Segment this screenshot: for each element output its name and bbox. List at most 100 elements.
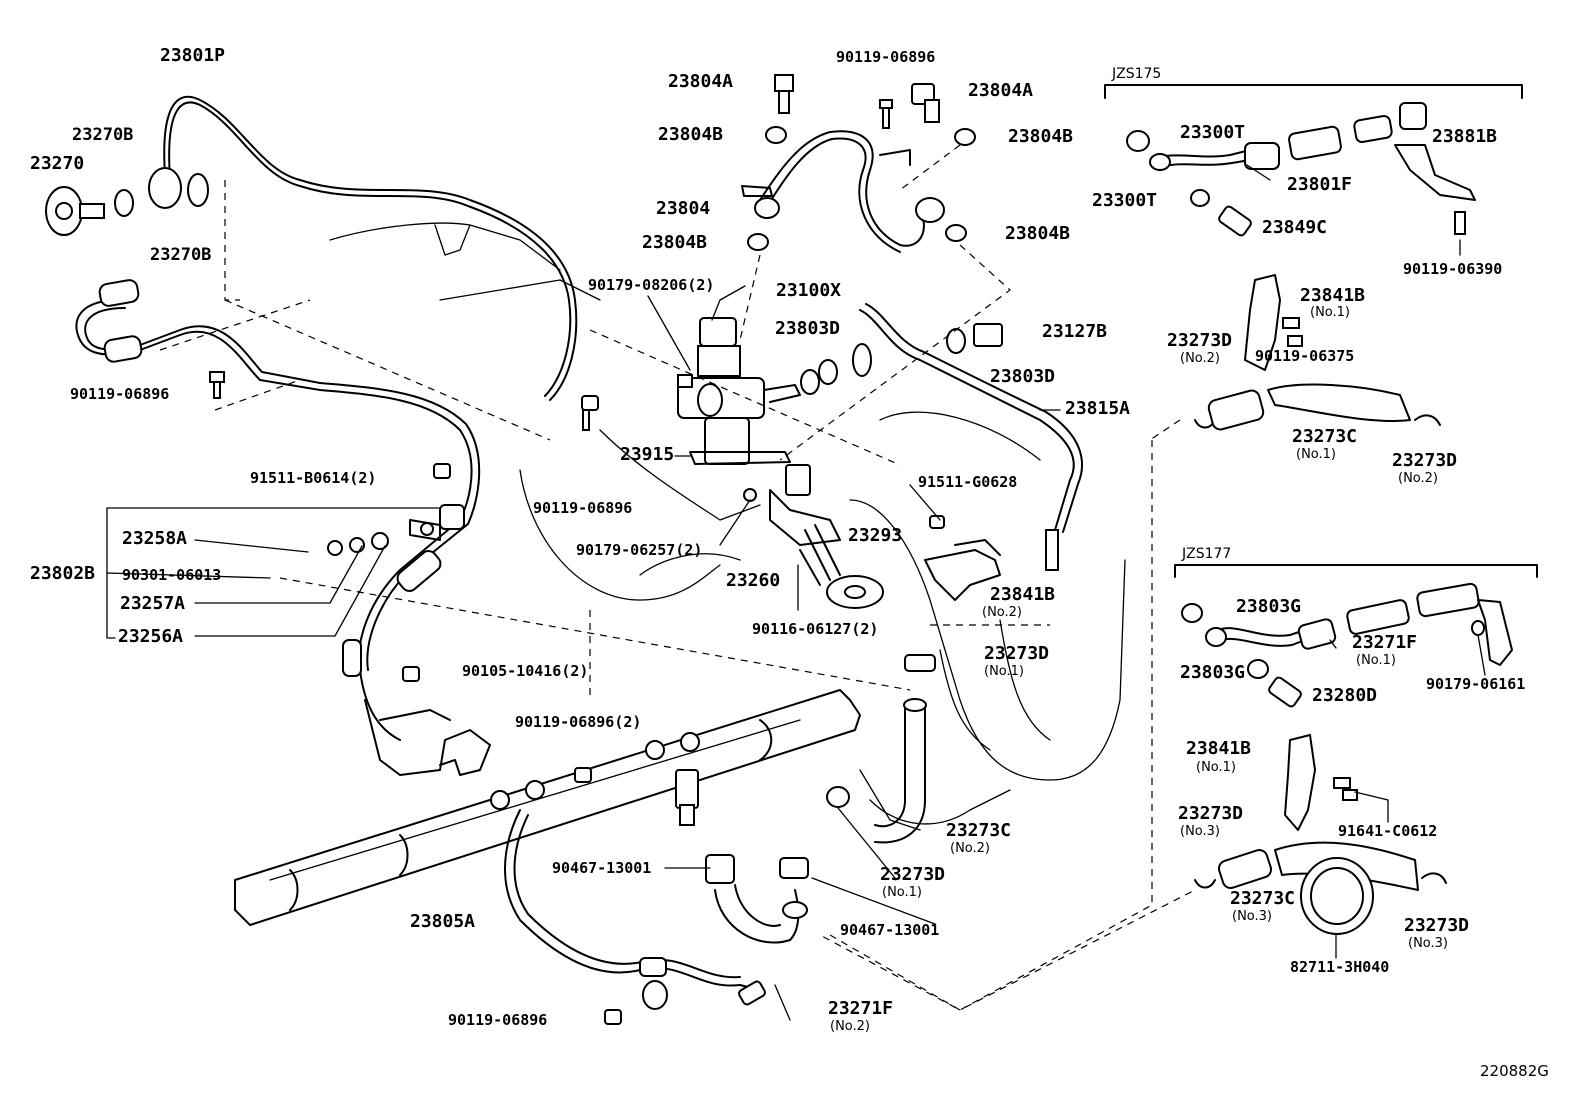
pipe-23801P xyxy=(148,95,578,401)
part-label-23280D: 23280D xyxy=(1312,685,1378,706)
part-label-23273D-no3-a: 23273D xyxy=(1178,803,1244,824)
union-bolt-23270 xyxy=(45,186,134,236)
part-label-23271F-no1: 23271F xyxy=(1352,632,1418,653)
jzs175-parts xyxy=(1104,84,1523,431)
note-23273C-no1: (No.1) xyxy=(1296,447,1336,462)
note-23273D-no3-a: (No.3) xyxy=(1180,824,1220,839)
group-label-jzs177: JZS177 xyxy=(1182,546,1232,562)
part-label-23801P: 23801P xyxy=(160,45,226,66)
part-label-90119-06896-2: 90119-06896(2) xyxy=(515,713,642,731)
bracket-lower-left xyxy=(364,699,491,776)
part-label-82711-3H040: 82711-3H040 xyxy=(1290,958,1390,976)
part-label-23270B: 23270B xyxy=(72,125,134,145)
part-label-23804: 23804 xyxy=(656,198,711,219)
part-label-23273D-no3-b: 23273D xyxy=(1404,915,1470,936)
fuel-pump-23100X xyxy=(677,317,820,465)
part-label-23300T-2: 23300T xyxy=(1092,190,1158,211)
part-label-23257A: 23257A xyxy=(120,593,186,614)
part-label-90119-06896-top: 90119-06896 xyxy=(836,48,936,66)
part-label-23260: 23260 xyxy=(726,570,781,591)
part-label-23849C: 23849C xyxy=(1262,217,1328,238)
part-label-23293: 23293 xyxy=(848,525,903,546)
part-label-23915: 23915 xyxy=(620,444,675,465)
part-label-23273C-no1: 23273C xyxy=(1292,426,1358,447)
part-label-90119-06375: 90119-06375 xyxy=(1255,347,1355,365)
part-label-91641-C0612: 91641-C0612 xyxy=(1338,822,1438,840)
part-label-90116-06127: 90116-06127(2) xyxy=(752,620,879,638)
leader-lines xyxy=(106,164,1486,1021)
part-label-23801F: 23801F xyxy=(1287,174,1353,195)
part-label-90119-06896-bottom: 90119-06896 xyxy=(448,1011,548,1029)
part-label-23805A: 23805A xyxy=(410,911,476,932)
part-label-90179-06257: 90179-06257(2) xyxy=(576,541,703,559)
part-label-90301-06013: 90301-06013 xyxy=(122,566,222,584)
note-23841B-no1-b: (No.1) xyxy=(1196,760,1236,775)
part-label-90105-10416: 90105-10416(2) xyxy=(462,662,589,680)
part-label-23273C-no2: 23273C xyxy=(946,820,1012,841)
drawing-reference-number: 220882G xyxy=(1480,1062,1549,1080)
part-label-23803G-2: 23803G xyxy=(1180,662,1246,683)
part-label-23815A: 23815A xyxy=(1065,398,1131,419)
part-label-23271F-no2: 23271F xyxy=(828,998,894,1019)
hose-lower-center xyxy=(705,654,936,944)
part-label-23803D: 23803D xyxy=(775,318,841,339)
note-23271F-no1: (No.1) xyxy=(1356,653,1396,668)
part-label-91511-B0614: 91511-B0614(2) xyxy=(250,469,377,487)
part-label-23803G: 23803G xyxy=(1236,596,1302,617)
part-label-23804B-2: 23804B xyxy=(642,232,708,253)
hose-left xyxy=(75,279,481,741)
part-label-23804B-4: 23804B xyxy=(1005,223,1071,244)
part-label-23841B-no1-b: 23841B xyxy=(1186,738,1252,759)
part-label-23100X: 23100X xyxy=(776,280,842,301)
part-label-23804B: 23804B xyxy=(658,124,724,145)
part-label-23273D-no2-a: 23273D xyxy=(1167,330,1233,351)
part-label-23841B-no1-a: 23841B xyxy=(1300,285,1366,306)
bracket-23841B-no2 xyxy=(924,539,1001,601)
note-23273D-no1-mid: (No.1) xyxy=(984,664,1024,679)
pipe-23804 xyxy=(741,130,945,253)
part-label-23270B-2: 23270B xyxy=(150,245,212,265)
regulator-assembly xyxy=(743,464,884,609)
jzs177-parts xyxy=(1174,564,1538,935)
note-23841B-no1-a: (No.1) xyxy=(1310,305,1350,320)
group-label-jzs175: JZS175 xyxy=(1112,66,1162,82)
note-23273D-no2-a: (No.2) xyxy=(1180,351,1220,366)
pipe-23805A xyxy=(504,809,766,1010)
part-label-90119-06390: 90119-06390 xyxy=(1403,260,1503,278)
dashed-guides xyxy=(159,144,1196,1011)
hardware-top-center xyxy=(747,74,976,251)
part-label-23273D-no1-mid: 23273D xyxy=(984,643,1050,664)
part-label-90119-06896-mid: 90119-06896 xyxy=(533,499,633,517)
part-label-23802B: 23802B xyxy=(30,563,96,584)
note-23273C-no2: (No.2) xyxy=(950,841,990,856)
part-label-90179-08206: 90179-08206(2) xyxy=(588,276,715,294)
engine-outline xyxy=(329,222,1126,831)
hardware-misc xyxy=(209,335,1358,1025)
note-23273D-no2-b: (No.2) xyxy=(1398,471,1438,486)
part-label-23256A: 23256A xyxy=(118,626,184,647)
part-label-23273C-no3: 23273C xyxy=(1230,888,1296,909)
pipe-23815A xyxy=(818,303,1083,571)
part-label-23270: 23270 xyxy=(30,153,85,174)
part-label-90119-06896: 90119-06896 xyxy=(70,385,170,403)
part-label-23841B-no2: 23841B xyxy=(990,584,1056,605)
note-23271F-no2: (No.2) xyxy=(830,1019,870,1034)
fuel-rail xyxy=(234,689,861,926)
part-label-90467-13001-2: 90467-13001 xyxy=(840,921,940,939)
part-label-23273D-no2-b: 23273D xyxy=(1392,450,1458,471)
part-label-23258A: 23258A xyxy=(122,528,188,549)
note-23273C-no3: (No.3) xyxy=(1232,909,1272,924)
part-label-23127B: 23127B xyxy=(1042,321,1108,342)
part-label-23803D-2: 23803D xyxy=(990,366,1056,387)
note-23273D-no3-b: (No.3) xyxy=(1408,936,1448,951)
part-label-23881B: 23881B xyxy=(1432,126,1498,147)
note-23841B-no2: (No.2) xyxy=(982,605,1022,620)
part-label-90179-06161: 90179-06161 xyxy=(1426,675,1526,693)
part-label-91511-G0628: 91511-G0628 xyxy=(918,473,1018,491)
part-label-23804B-3: 23804B xyxy=(1008,126,1074,147)
part-label-23804A: 23804A xyxy=(668,71,734,92)
part-label-90467-13001: 90467-13001 xyxy=(552,859,652,877)
part-label-23300T: 23300T xyxy=(1180,122,1246,143)
